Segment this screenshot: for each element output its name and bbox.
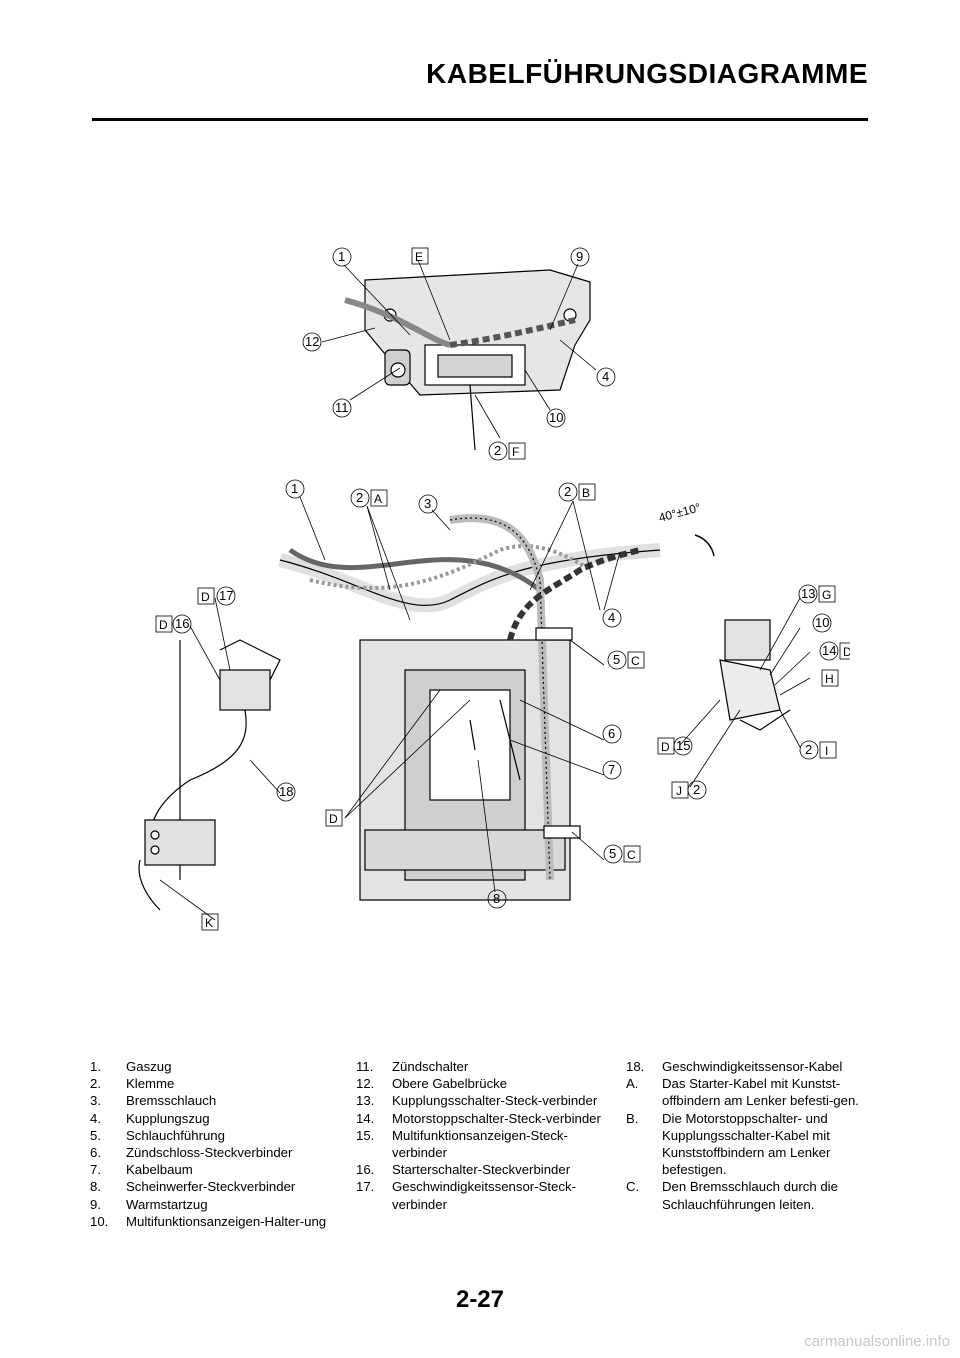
legend-item: 17.Geschwindigkeitssensor-Steck-verbinde… [356, 1179, 576, 1212]
callout-K: K [205, 916, 213, 930]
callout-2-top: 2 [494, 443, 501, 458]
callout-2-B: 2 [564, 484, 571, 499]
legend-item: 7.Kabelbaum [90, 1162, 193, 1178]
legend-item: 4.Kupplungszug [90, 1110, 210, 1126]
legend-item: B.Die Motorstoppschalter- und Kupplungss… [626, 1110, 831, 1178]
callout-1-top: 1 [338, 249, 345, 264]
page-title: KABELFÜHRUNGSDIAGRAMME [426, 58, 868, 89]
legend-item: 2.Klemme [90, 1076, 175, 1092]
callout-13: 13 [801, 586, 815, 601]
legend-item: 13.Kupplungsschalter-Steck-verbinder [356, 1093, 598, 1109]
callout-4-top: 4 [602, 369, 609, 384]
callout-17: 17 [219, 588, 233, 603]
callout-A: A [374, 492, 382, 506]
legend-item: 9.Warmstartzug [90, 1196, 208, 1212]
callout-D-14: D [843, 645, 850, 659]
left-detail [138, 639, 281, 911]
legend-item: 12.Obere Gabelbrücke [356, 1076, 508, 1092]
callout-18: 18 [279, 784, 293, 799]
callout-E: E [415, 250, 423, 264]
callout-11: 11 [335, 400, 349, 415]
callout-2-J: 2 [693, 782, 700, 797]
callout-H: H [825, 672, 834, 686]
callout-F: F [512, 445, 519, 459]
legend-item: 3.Bremsschlauch [90, 1093, 217, 1109]
legend-item: 8.Scheinwerfer-Steckverbinder [90, 1179, 296, 1195]
header-rule [92, 118, 868, 121]
legend-item: 16.Starterschalter-Steckverbinder [356, 1162, 571, 1178]
callout-C-lower: C [627, 848, 636, 862]
legend-column-2: 11.Zündschalter 12.Obere Gabelbrücke 13.… [356, 1058, 606, 1213]
callout-D-15: D [661, 740, 670, 754]
legend-column-3: 18.Geschwindigkeitssensor-Kabel A.Das St… [626, 1058, 876, 1213]
angle-label: 40°±10° [657, 500, 702, 525]
callout-1-main: 1 [291, 481, 298, 496]
legend-item: C.Den Bremsschlauch durch die Schlauchfü… [626, 1179, 838, 1212]
right-detail [719, 619, 791, 731]
callout-I: I [825, 744, 828, 758]
watermark: carmanualsonline.info [804, 1333, 950, 1350]
callout-B: B [582, 486, 590, 500]
callout-D-16: D [159, 618, 168, 632]
callout-5-C-upper: 5 [613, 652, 620, 667]
top-assembly [344, 269, 591, 451]
callout-14: 14 [822, 643, 836, 658]
main-assembly [278, 514, 715, 901]
callout-D-main: D [329, 812, 338, 826]
callout-6: 6 [608, 726, 615, 741]
legend-item: 10.Multifunktionsanzeigen-Halter-ung [90, 1213, 327, 1229]
legend-item: 18.Geschwindigkeitssensor-Kabel [626, 1059, 843, 1074]
callout-16: 16 [175, 616, 189, 631]
legend-item: 15.Multifunktionsanzeigen-Steck-verbinde… [356, 1127, 568, 1161]
page-number: 2-27 [455, 1286, 505, 1313]
legend-item: 11.Zündschalter [356, 1059, 469, 1074]
wiring-diagram: 1 E 9 12 4 11 10 2 F [120, 220, 850, 950]
callout-15: 15 [676, 738, 690, 753]
legend-item: 14.Motorstoppschalter-Steck-verbinder [356, 1110, 601, 1126]
callout-5-C-lower: 5 [609, 846, 616, 861]
legend-column-1: 1.Gaszug 2.Klemme 3.Bremsschlauch 4.Kupp… [90, 1058, 340, 1230]
legend-item: A.Das Starter-Kabel mit Kunstst-offbinde… [626, 1076, 859, 1109]
callout-10-top: 10 [549, 410, 563, 425]
callout-9: 9 [576, 249, 583, 264]
callout-J: J [676, 784, 682, 798]
callout-10-main: 10 [815, 615, 829, 630]
callout-4-main: 4 [608, 610, 615, 625]
legend-item: 1.Gaszug [90, 1059, 172, 1074]
callout-D-17: D [201, 590, 210, 604]
callout-2-A: 2 [356, 490, 363, 505]
callout-3: 3 [424, 496, 431, 511]
callout-12: 12 [305, 334, 319, 349]
legend-item: 6.Zündschloss-Steckverbinder [90, 1145, 293, 1161]
callout-7: 7 [608, 762, 615, 777]
callout-C-upper: C [631, 654, 640, 668]
legend-item: 5.Schlauchführung [90, 1127, 225, 1143]
callout-2-I: 2 [805, 742, 812, 757]
callout-8: 8 [493, 891, 500, 906]
callout-G: G [822, 588, 831, 602]
